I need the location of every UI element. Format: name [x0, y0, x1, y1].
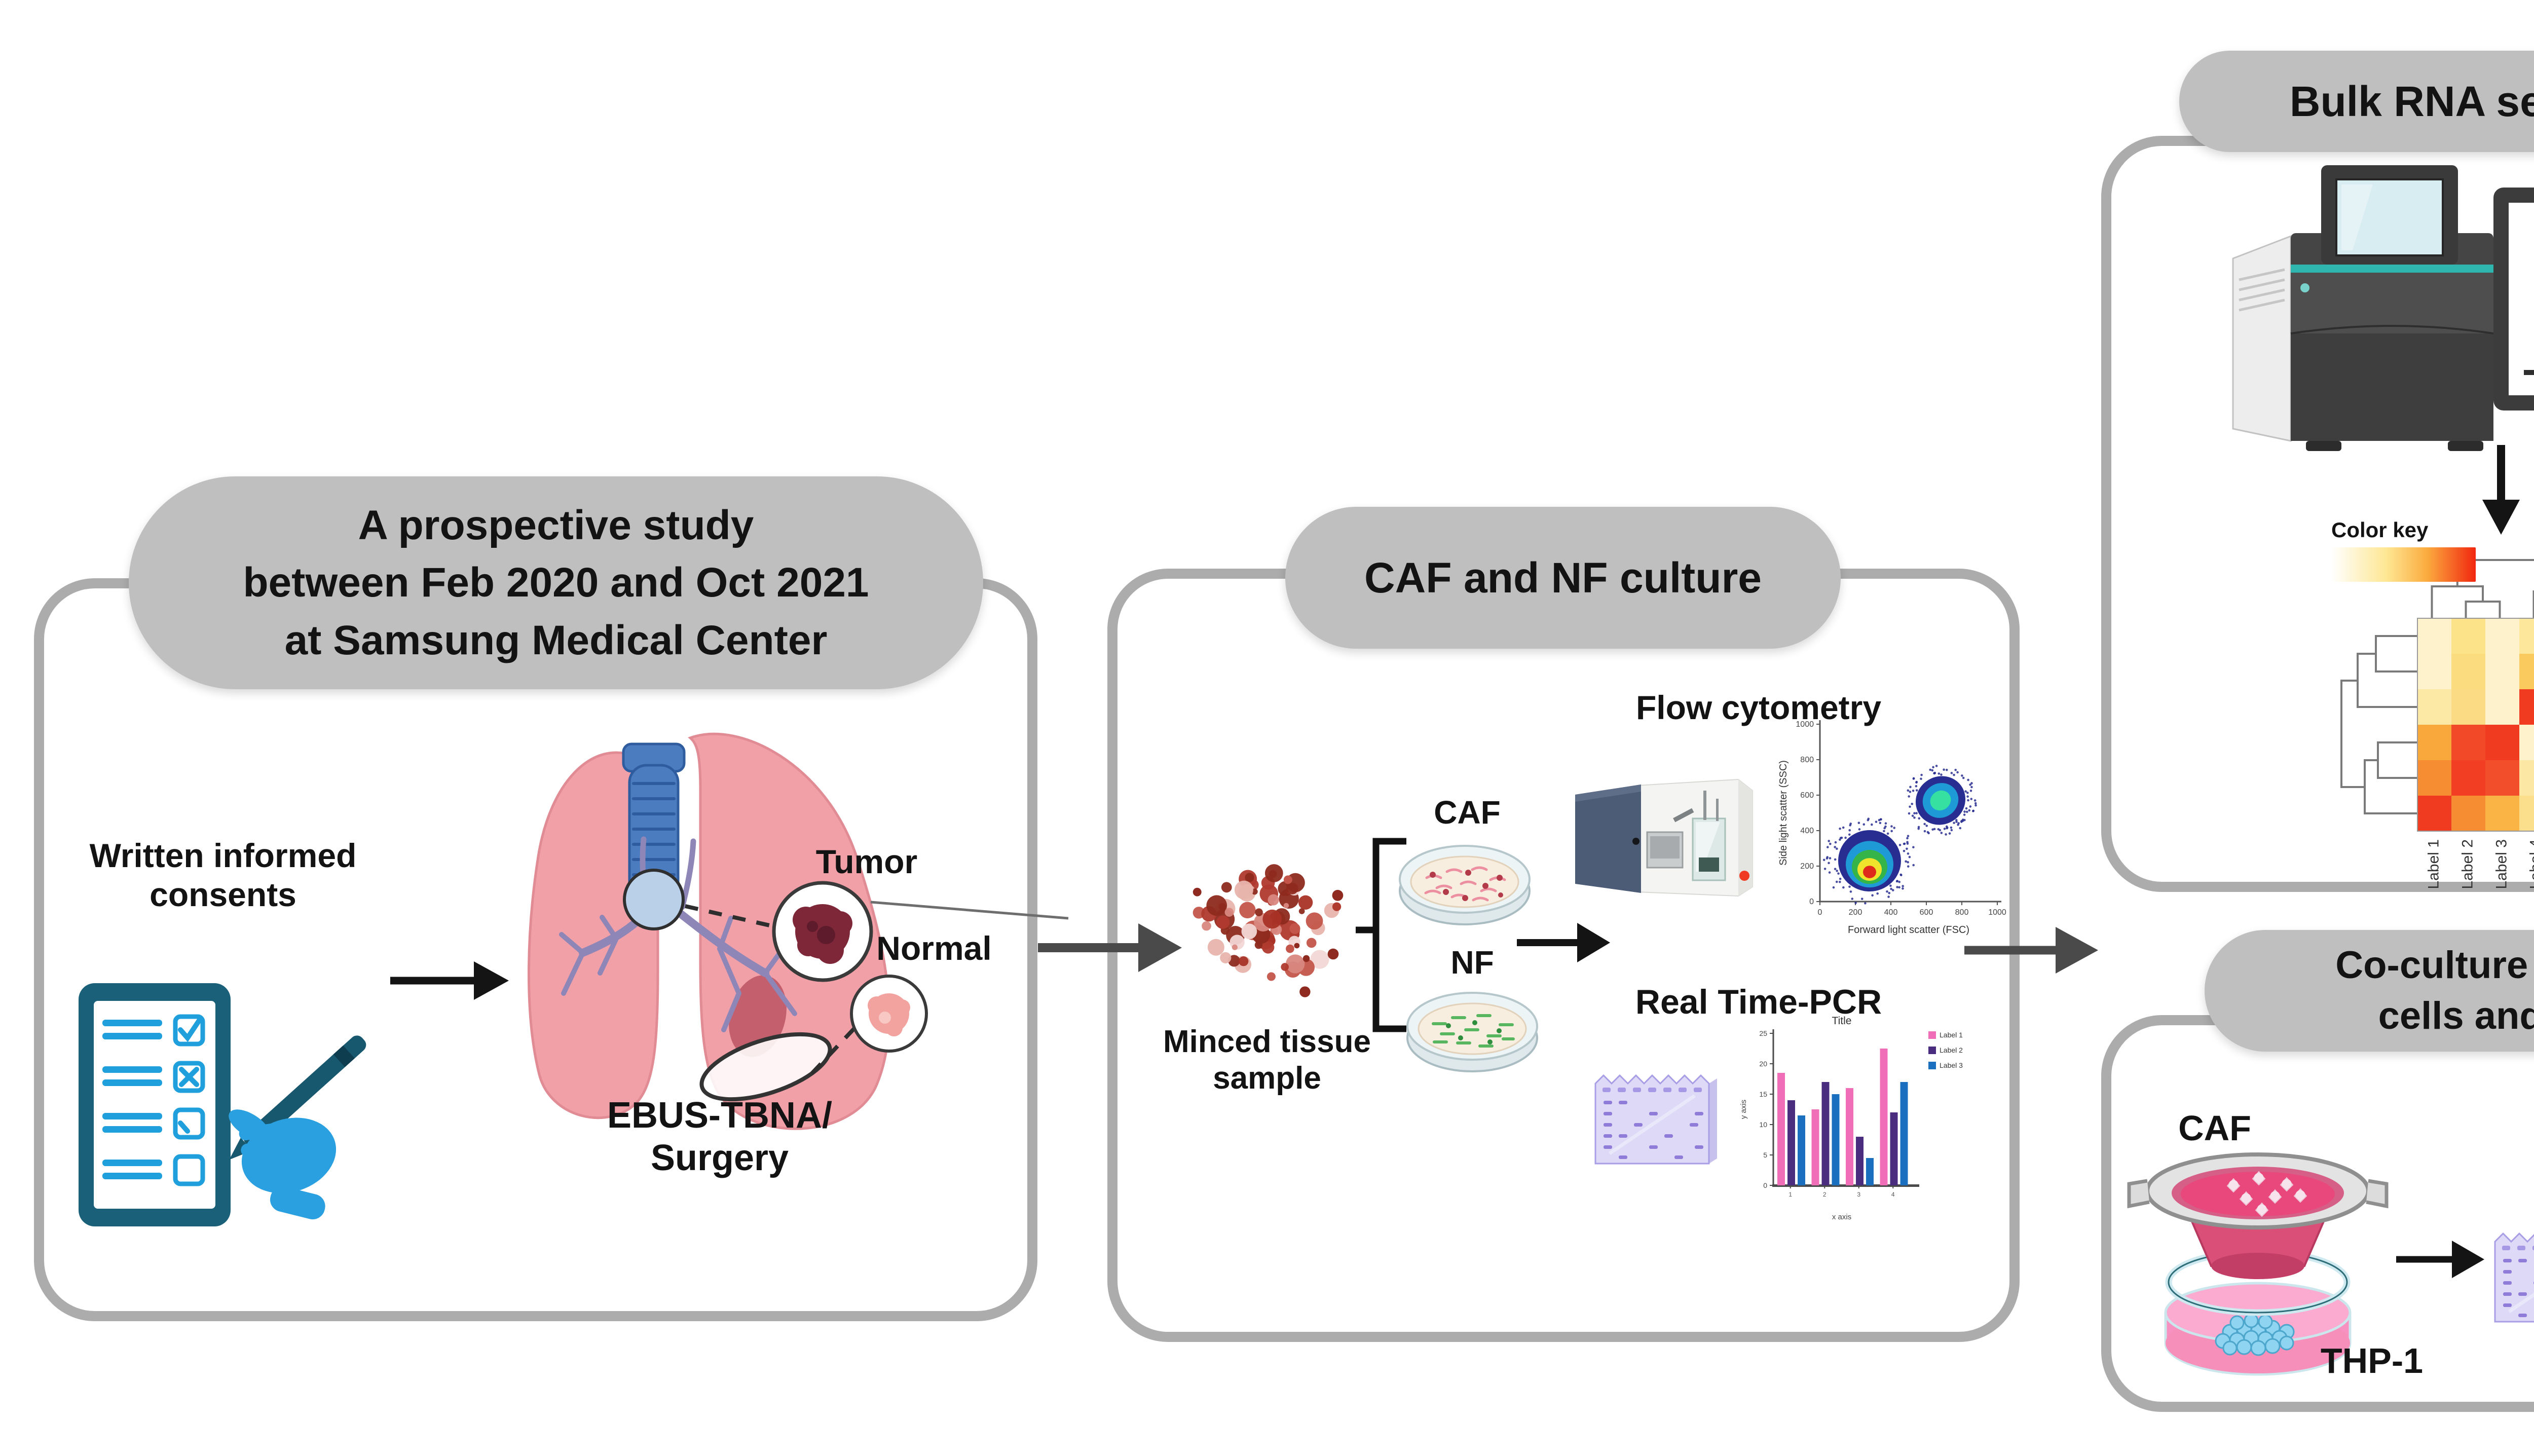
svg-text:800: 800: [1800, 756, 1814, 764]
arrow-study-to-culture: [1038, 923, 1182, 972]
svg-text:Forward light scatter (FSC): Forward light scatter (FSC): [1848, 924, 1969, 936]
ebus-oval: [699, 1032, 832, 1102]
svg-text:600: 600: [1800, 791, 1814, 800]
svg-text:Label 3: Label 3: [1940, 1061, 1963, 1069]
petri-dish-caf-icon: [1399, 845, 1531, 925]
svg-text:Label 2: Label 2: [2460, 839, 2476, 889]
title-bulk-rna-seq: Bulk RNA sequencing: [2179, 51, 2534, 152]
lung-left-lobe: [527, 751, 659, 1119]
svg-text:3: 3: [1857, 1191, 1860, 1198]
arrow-dishes-to-assays: [1517, 923, 1610, 962]
title-coculture: Co-culture of THP-1 cells and CAFs: [2205, 930, 2534, 1052]
color-key-gradient: [2331, 547, 2476, 582]
title-prospective-study: A prospective study between Feb 2020 and…: [129, 476, 983, 689]
pcr-label-culture: Real Time-PCR: [1635, 983, 1882, 1021]
checklist-rows: [102, 1014, 205, 1186]
svg-text:Label 3: Label 3: [2493, 839, 2510, 889]
pcr-plate-icon: [1594, 1074, 1717, 1165]
normal-label: Normal: [876, 929, 992, 967]
arrow-consent-to-lungs: [390, 961, 509, 1000]
flow-cytometer-icon: [1575, 778, 1753, 897]
svg-text:Label 4: Label 4: [2527, 839, 2534, 889]
svg-text:15: 15: [1759, 1090, 1767, 1098]
svg-text:400: 400: [1884, 908, 1898, 917]
arrow-coculture-to-pcr: [2396, 1241, 2484, 1278]
svg-text:Label 1: Label 1: [2426, 839, 2442, 889]
svg-text:2: 2: [1823, 1191, 1827, 1198]
arrow-culture-to-right: [1964, 927, 2098, 974]
svg-text:Label 1: Label 1: [1940, 1031, 1963, 1039]
caf-dish-label: CAF: [1434, 794, 1501, 831]
svg-text:0: 0: [1763, 1181, 1767, 1189]
hand-with-pen-icon: [229, 1035, 366, 1220]
transwell-coculture-icon: [2127, 1152, 2389, 1376]
svg-text:800: 800: [1955, 908, 1969, 917]
petri-dish-nf-icon: [1406, 992, 1538, 1072]
svg-text:1: 1: [1788, 1191, 1792, 1198]
svg-text:600: 600: [1920, 908, 1933, 917]
svg-text:20: 20: [1759, 1060, 1767, 1068]
monitor-alignment-icon: [2493, 188, 2534, 410]
flow-scatter-chart: 0 200 400 600 800 1000 0 200 400 600 800 1000Forwar…: [1778, 720, 2006, 936]
svg-text:25: 25: [1759, 1029, 1767, 1037]
svg-text:400: 400: [1800, 827, 1814, 835]
svg-text:5: 5: [1763, 1151, 1767, 1159]
nf-dish-label: NF: [1450, 944, 1494, 981]
tumor-label: Tumor: [815, 843, 918, 880]
clipboard-checklist-icon: [79, 983, 366, 1226]
svg-text:10: 10: [1759, 1121, 1767, 1129]
rna-heatmap-chart: Label ALabel BLabel CLabel DLabel ELabel…: [2340, 559, 2534, 889]
arrow-to-heatmap: [2482, 445, 2520, 535]
transwell-insert: [2127, 1152, 2389, 1279]
svg-text:1000: 1000: [1988, 908, 2006, 917]
procedure-label: EBUS-TBNA/ Surgery: [607, 1095, 832, 1178]
flow-cytometry-label: Flow cytometry: [1635, 689, 1882, 726]
caf-cells: [2226, 1171, 2307, 1217]
hilum-node: [623, 869, 685, 930]
lungs-icon: [527, 732, 1069, 1130]
svg-text:Label 2: Label 2: [1940, 1046, 1963, 1054]
svg-text:0: 0: [1809, 898, 1814, 906]
pcr-bar-chart-culture: Title 0 5 10 15 20 25 y axis x axis 1 2 3 4 Label 1 La…: [1739, 1015, 1963, 1221]
minced-tissue-icon: [1193, 864, 1344, 997]
svg-text:y axis: y axis: [1739, 1100, 1748, 1119]
svg-text:Side light scatter (SSC): Side light scatter (SSC): [1778, 760, 1789, 866]
svg-text:4: 4: [1891, 1191, 1895, 1198]
svg-text:x axis: x axis: [1832, 1213, 1851, 1221]
svg-text:0: 0: [1818, 908, 1822, 917]
svg-text:200: 200: [1849, 908, 1862, 917]
bracket-split-icon: [1356, 838, 1406, 1032]
thp1-cells: [2215, 1313, 2295, 1356]
consent-label: Written informed consents: [89, 837, 357, 913]
minced-tissue-label: Minced tissue sample: [1163, 1024, 1371, 1096]
coculture-caf-label: CAF: [2178, 1108, 2251, 1148]
thp1-label: THP-1: [2320, 1341, 2424, 1380]
svg-text:Title: Title: [1832, 1015, 1852, 1027]
svg-text:200: 200: [1800, 862, 1814, 871]
pcr-plate-icon-coculture: [2494, 1232, 2534, 1323]
normal-sample-circle: [850, 975, 928, 1053]
sequencer-icon: [2232, 165, 2494, 451]
tumor-sample-circle: [772, 881, 873, 982]
title-caf-nf-culture: CAF and NF culture: [1285, 507, 1841, 649]
svg-text:1000: 1000: [1796, 720, 1814, 729]
color-key-label: Color key: [2331, 518, 2429, 542]
